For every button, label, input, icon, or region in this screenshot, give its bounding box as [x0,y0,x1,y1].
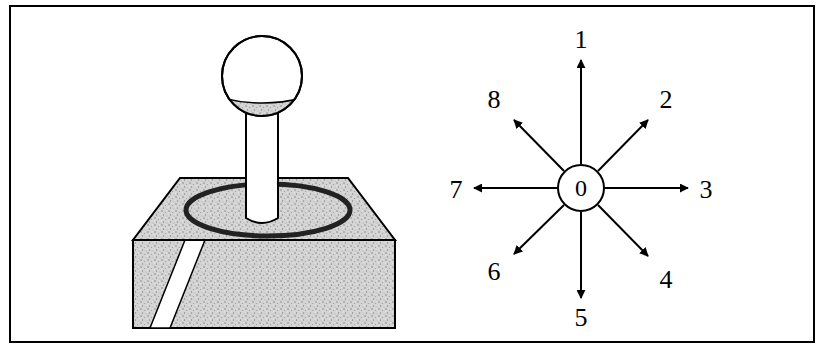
direction-number: 4 [660,267,673,293]
direction-number: 8 [488,87,501,113]
direction-arrows [474,60,688,298]
joystick-shaft [246,110,278,223]
direction-number: 7 [450,177,463,203]
neutral-number: 0 [575,176,587,200]
direction-number: 1 [575,27,588,53]
direction-arrow [580,60,582,164]
direction-number: 3 [700,177,713,203]
figure-frame [10,6,814,342]
base-stripe [150,240,205,328]
direction-arrow [580,212,582,298]
direction-number: 6 [488,259,501,285]
base-front-face [133,240,395,328]
direction-arrow [514,120,564,171]
direction-arrow [514,205,564,254]
ball-outline [222,36,302,116]
direction-arrow [598,120,648,171]
direction-number: 5 [575,305,588,331]
direction-arrow [598,205,648,256]
direction-arrow [605,187,688,189]
direction-number: 2 [660,87,673,113]
direction-arrow [474,187,557,189]
ball-collar [215,96,310,130]
joystick-illustration [133,36,395,328]
neutral-circle: 0 [557,164,605,212]
